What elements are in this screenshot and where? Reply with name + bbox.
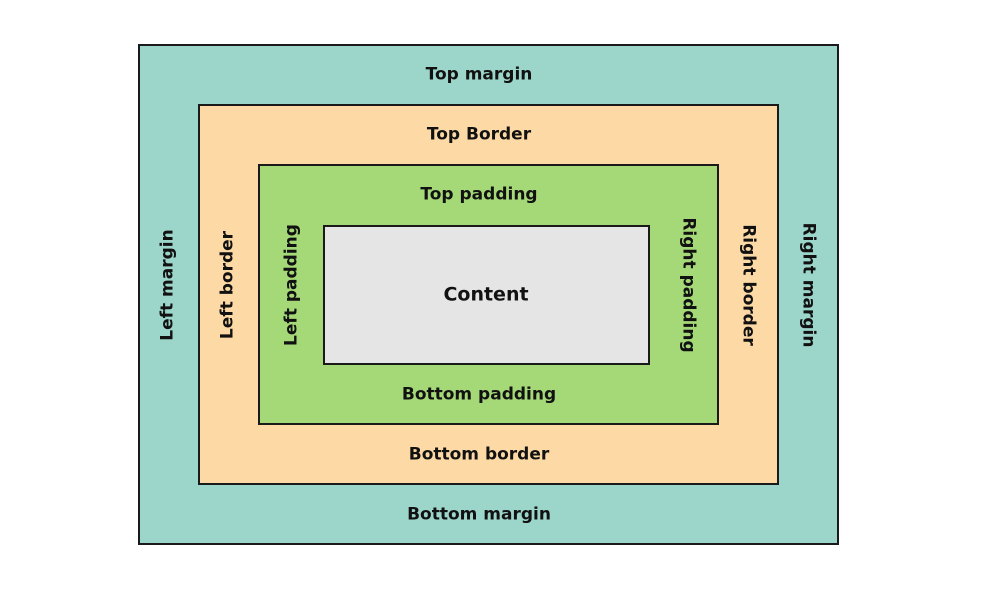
top-padding-label: Top padding [420, 184, 538, 205]
right-margin-label: Right margin [798, 222, 819, 348]
left-border-label: Left border [217, 230, 238, 340]
bottom-padding-label: Bottom padding [401, 384, 557, 405]
bottom-margin-label: Bottom margin [407, 504, 551, 525]
left-margin-label: Left margin [157, 229, 178, 341]
content-label: Content [443, 283, 529, 306]
right-border-label: Right border [738, 224, 759, 346]
right-padding-label: Right padding [678, 217, 699, 353]
top-border-label: Top Border [426, 124, 532, 145]
bottom-border-label: Bottom border [408, 444, 550, 465]
top-margin-label: Top margin [425, 64, 533, 85]
left-padding-label: Left padding [281, 224, 302, 346]
content-area [323, 225, 650, 365]
